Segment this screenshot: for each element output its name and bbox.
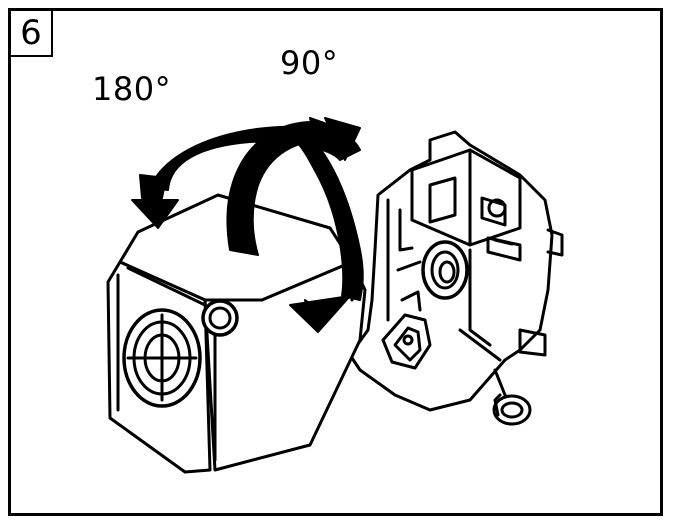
rotation-180-label: 180° (92, 70, 172, 108)
rotation-90-label: 90° (280, 44, 339, 82)
step-number: 6 (20, 13, 42, 53)
crosshair-target (122, 308, 202, 408)
mounting-bracket (348, 130, 564, 426)
step-number-box: 6 (11, 11, 53, 57)
figure-frame: 6 (8, 8, 663, 516)
rotation-90-arrow (226, 117, 364, 333)
